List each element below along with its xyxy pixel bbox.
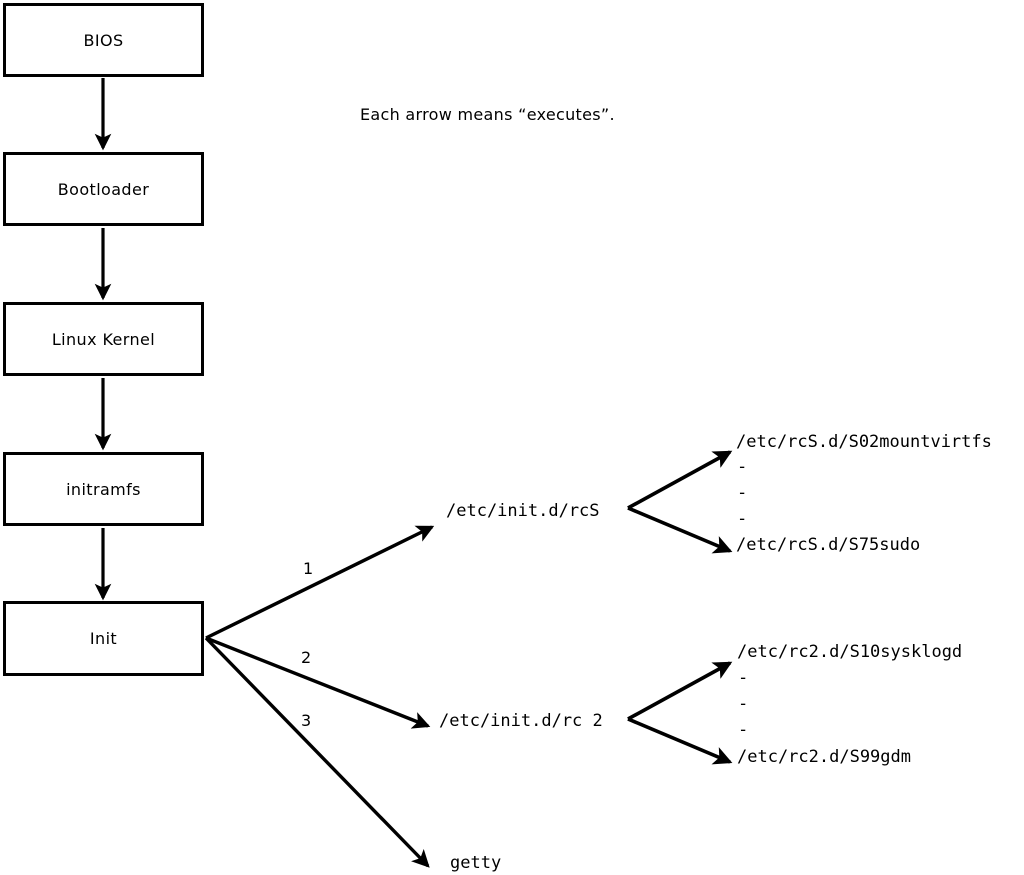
arrow-rc2-to-last-script xyxy=(627,717,733,765)
branch-target-getty[interactable]: getty xyxy=(450,853,502,873)
rc2-ellipsis-dash-3: - xyxy=(738,720,749,740)
rcs-ellipsis-dash-2: - xyxy=(737,483,748,503)
arrow-rcS-to-first-script xyxy=(627,450,733,510)
arrow-init-to-rc2 xyxy=(205,636,431,729)
rcs-ellipsis-dash-3: - xyxy=(737,509,748,529)
stage-label-initramfs: initramfs xyxy=(66,479,141,499)
rcs-script-first[interactable]: /etc/rcS.d/S02mountvirtfs xyxy=(736,432,992,452)
init-fanout-arrows xyxy=(204,525,435,868)
rcs-script-last[interactable]: /etc/rcS.d/S75sudo xyxy=(736,535,921,555)
branch-target-rcs[interactable]: /etc/init.d/rcS xyxy=(446,501,600,521)
stage-box-initramfs[interactable]: initramfs xyxy=(3,452,204,526)
rc2-fanout-arrows xyxy=(627,661,733,765)
arrow-rc2-to-first-script xyxy=(627,661,733,721)
arrow-rcS-to-last-script xyxy=(627,506,733,554)
arrow-init-to-getty xyxy=(204,636,430,868)
rc2-script-last[interactable]: /etc/rc2.d/S99gdm xyxy=(737,747,911,767)
arrow-init-to-rcS xyxy=(205,525,435,640)
stage-box-bootloader[interactable]: Bootloader xyxy=(3,152,204,226)
stage-box-init[interactable]: Init xyxy=(3,601,204,676)
rc2-script-first[interactable]: /etc/rc2.d/S10sysklogd xyxy=(737,642,963,662)
diagram-caption: Each arrow means “executes”. xyxy=(360,105,615,124)
rcs-ellipsis-dash-1: - xyxy=(737,457,748,477)
branch-target-rc2[interactable]: /etc/init.d/rc 2 xyxy=(439,711,603,731)
stage-box-linux-kernel[interactable]: Linux Kernel xyxy=(3,302,204,376)
rcs-fanout-arrows xyxy=(627,450,733,554)
rc2-ellipsis-dash-1: - xyxy=(738,668,749,688)
branch-number-2: 2 xyxy=(301,648,312,667)
branch-number-1: 1 xyxy=(303,559,314,578)
rc2-ellipsis-dash-2: - xyxy=(738,694,749,714)
stage-label-init: Init xyxy=(89,629,118,648)
stage-box-bios[interactable]: BIOS xyxy=(3,3,204,77)
stage-label-linux-kernel: Linux Kernel xyxy=(51,329,156,349)
branch-number-3: 3 xyxy=(301,711,312,730)
stage-label-bios: BIOS xyxy=(83,30,124,50)
stage-label-bootloader: Bootloader xyxy=(57,179,150,199)
